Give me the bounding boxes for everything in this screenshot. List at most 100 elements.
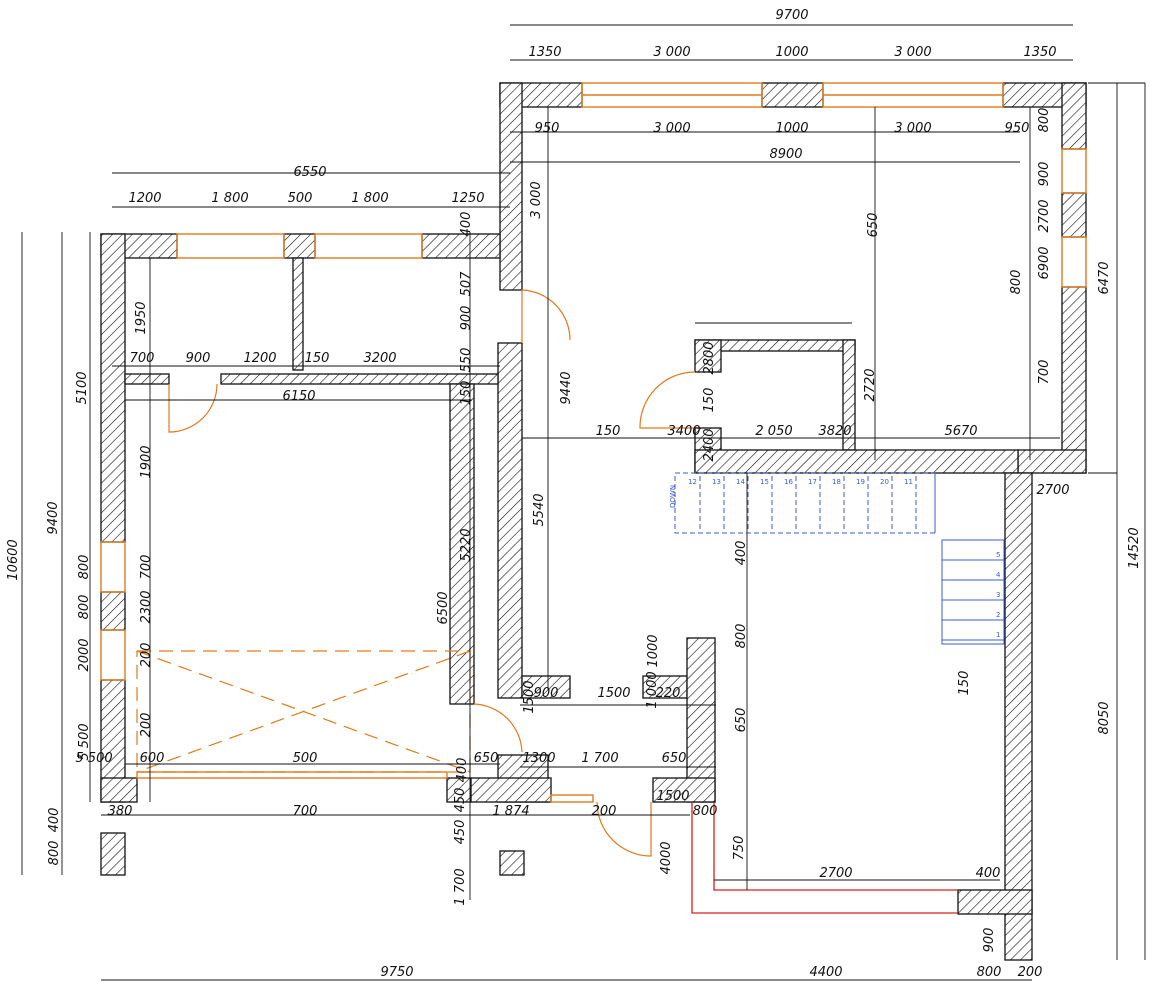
dimension-label: 900 (1037, 162, 1052, 187)
stair-number: 14 (736, 478, 745, 486)
dimension-label: 700 (1037, 360, 1052, 385)
dimension-label: 150 (596, 424, 621, 439)
dimension-label: 1200 (243, 351, 276, 366)
dimension-label: 400 (734, 541, 749, 566)
dimension-label: 3 000 (529, 181, 544, 218)
dimension-label: 5 500 (77, 723, 92, 760)
dimension-label: 2 050 (755, 424, 792, 439)
dimension-label: 2800 (702, 341, 717, 374)
dimension-label: 800 (1037, 108, 1052, 133)
dimension-label: 507 (459, 271, 474, 297)
dimension-label: 1 000 (645, 671, 660, 708)
dimension-label: 600 (140, 751, 165, 766)
dimension-label: 500 (288, 191, 313, 206)
dimension-label: 450 (453, 788, 468, 813)
dimension-label: 1 874 (492, 804, 529, 819)
dimension-label: 6150 (282, 389, 315, 404)
stair-number: 5 (996, 551, 1000, 559)
garage-marking (136, 650, 471, 773)
dimension-label: 900 (982, 928, 997, 953)
stair-number: 12 (688, 478, 697, 486)
dimension-label: 800 (693, 804, 718, 819)
dimension-label: 8900 (769, 147, 802, 162)
dimension-label: 800 (77, 555, 92, 580)
dimension-label: 1 700 (581, 751, 618, 766)
dimension-label: 1350 (528, 45, 561, 60)
stair-number: 13 (712, 478, 721, 486)
dimension-label: 380 (108, 804, 133, 819)
stair-number: 11 (904, 478, 913, 486)
dimension-label: 200 (139, 713, 154, 738)
dimension-label: 9440 (559, 371, 574, 404)
dimension-label: 400 (47, 808, 62, 833)
dimension-label: 5 500 (75, 751, 112, 766)
dimension-label: 1 800 (351, 191, 388, 206)
dimension-label: 400 (455, 758, 470, 783)
dimension-label: 700 (139, 555, 154, 580)
dimension-label: 6900 (1037, 246, 1052, 279)
dimension-label: 150 (305, 351, 330, 366)
dimension-label: 900 (534, 686, 559, 701)
dimension-label: 1500 (597, 686, 630, 701)
dimension-label: 650 (662, 751, 687, 766)
dimension-label: 900 (186, 351, 211, 366)
dimension-label: 5220 (459, 528, 474, 561)
dimension-label: 9400 (46, 501, 61, 534)
dimension-label: 800 (1009, 270, 1024, 295)
dimension-label: 3 000 (894, 45, 931, 60)
dimension-label: 800 (734, 624, 749, 649)
dimension-label: 900 (459, 306, 474, 331)
dimension-label: 1350 (1023, 45, 1056, 60)
dimension-label: 220 (656, 686, 681, 701)
dimension-label: 5100 (75, 371, 90, 404)
dimension-label: 700 (293, 804, 318, 819)
stair-number: 16 (784, 478, 793, 486)
dimension-label: 400 (976, 866, 1001, 881)
stair-number: 18 (832, 478, 841, 486)
dimension-label: 750 (732, 836, 747, 861)
stair-number: 3 (996, 591, 1000, 599)
dimension-label: 3400 (667, 424, 700, 439)
dimension-label: 1300 (522, 751, 555, 766)
dimension-label: 150 (957, 671, 972, 696)
dimension-label: 400 (459, 212, 474, 237)
dimension-label: 1000 (775, 121, 808, 136)
dimension-label: 1200 (128, 191, 161, 206)
dimension-label: 650 (474, 751, 499, 766)
stair-number: 4 (996, 571, 1001, 579)
dimension-label: 2300 (139, 590, 154, 623)
dimension-label: 2700 (819, 866, 852, 881)
dimension-label: 5670 (944, 424, 977, 439)
dimension-label: 4400 (809, 965, 842, 980)
dimension-label: 2400 (702, 428, 717, 461)
stair-number: 1 (996, 631, 1000, 639)
dimension-label: 2000 (77, 638, 92, 671)
dimension-label: 2720 (863, 368, 878, 401)
dimension-label: 200 (1018, 965, 1043, 980)
dimension-label: 700 (130, 351, 155, 366)
dimension-label: 3 000 (894, 121, 931, 136)
stair-number: 17 (808, 478, 817, 486)
porch-outline (691, 802, 958, 914)
dimension-label: 1 700 (453, 868, 468, 905)
doors (168, 289, 696, 857)
dimension-label: 4000 (659, 841, 674, 874)
dimension-label: 450 (453, 820, 468, 845)
walls (100, 82, 1087, 961)
stair-number: 2 (996, 611, 1000, 619)
dimension-label: 6500 (436, 591, 451, 624)
dimension-label: 9750 (380, 965, 413, 980)
dimension-label: 200 (592, 804, 617, 819)
stair-number: 20 (880, 478, 889, 486)
dimension-label: 1 800 (211, 191, 248, 206)
dimension-label: 1250 (451, 191, 484, 206)
dimension-label: 6470 (1097, 261, 1112, 294)
dimension-label: 2700 (1037, 199, 1052, 232)
dimension-label: 3200 (363, 351, 396, 366)
dimension-label: 800 (977, 965, 1002, 980)
dimension-label: 150 (459, 381, 474, 406)
dimension-label: 14520 (1127, 527, 1142, 568)
dimension-label: 950 (1005, 121, 1030, 136)
